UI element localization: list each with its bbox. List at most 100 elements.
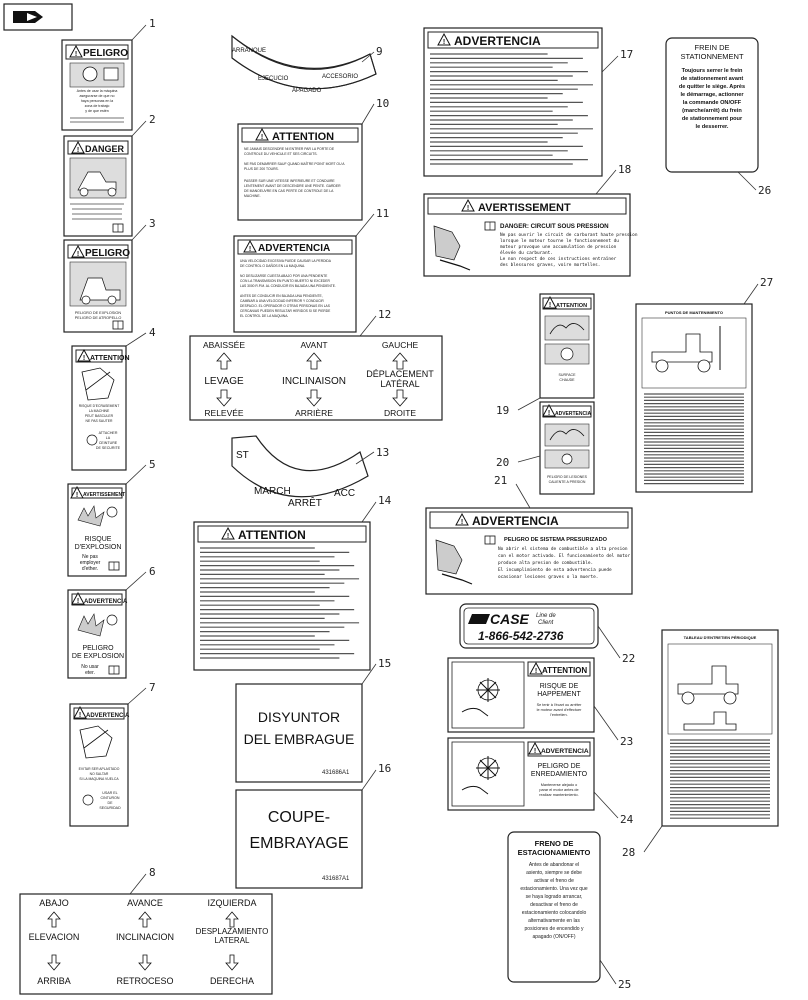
decal-28[interactable]: TABLEAU D'ENTRETIEN PÉRIODIQUE (661, 629, 779, 827)
decal-6-risk-1: PELIGRO (82, 645, 114, 652)
decal-25[interactable]: FRENO DE ESTACIONAMIENTO Antes de abando… (507, 831, 601, 983)
callout-18: 18 (618, 163, 631, 176)
decal-24[interactable]: ADVERTENCIA PELIGRO DE ENREDAMIENTO Mant… (447, 737, 595, 811)
decal-17[interactable]: ADVERTENCIA (423, 27, 603, 177)
callout-6: 6 (149, 565, 156, 578)
callout-25: 25 (618, 978, 631, 991)
decal-2[interactable]: DANGER (63, 135, 133, 237)
decal-23-risk-1: RISQUE DE (540, 683, 579, 690)
decal-12[interactable]: ABAISSÉE AVANT GAUCHE LEVAGE INCLINAISON… (189, 335, 443, 421)
decal-19[interactable]: ATTENTION SURFACE CHAUDE (539, 293, 595, 399)
decal-13-word-2: MARCH (254, 486, 291, 497)
decal-16-part: 431687A1 (322, 876, 350, 882)
decal-10[interactable]: ATTENTION NE JAMAIS DESCENDRE NI ENTRER … (237, 123, 363, 221)
decal-25-line-6: desactivar el freno de (530, 902, 578, 908)
decal-1-line-4: zona de trabajo (85, 104, 110, 108)
decal-26[interactable]: FREIN DE STATIONNEMENT Toujours serrer l… (665, 37, 759, 173)
decal-26-title-2: STATIONNEMENT (680, 52, 743, 61)
decal-4-line-1: RISQUE D'ECRASEMENT (79, 404, 120, 408)
decal-7-line-3: SI LA MAQUINA VUELCA (79, 777, 119, 781)
decal-25-line-3: activar el freno de (534, 878, 574, 884)
decal-14[interactable]: ATTENTION (193, 521, 371, 671)
decal-8-r2-c2: INCLINACION (116, 932, 174, 942)
decal-27-title: PUNTOS DE MANTENIMIENTO (665, 310, 723, 315)
decal-11-line-8: DESPACIO. EL OPERADOR O OTRAS PERSONAS E… (240, 304, 331, 308)
decal-4-action-4: DE SECURITE (96, 446, 121, 450)
decal-13[interactable]: ST MARCH ARRÊT ACC (231, 435, 369, 509)
decal-15[interactable]: DISYUNTOR DEL EMBRAGUE 431686A1 (235, 683, 363, 783)
decal-3[interactable]: PELIGRO PELIGRO DE EXPLOSION PELIGRO DE … (63, 239, 133, 333)
nav-arrow-icon[interactable] (3, 3, 73, 31)
decal-4-action-1: ATTACHER (99, 431, 118, 435)
decal-7-header: ADVERTENCIA (86, 713, 130, 719)
decal-5[interactable]: AVERTISSEMENT RISQUE D'EXPLOSION Ne pas … (67, 483, 127, 577)
decal-6[interactable]: ADVERTENCIA PELIGRO DE EXPLOSION No usar… (67, 589, 128, 679)
decal-16[interactable]: COUPE- EMBRAYAGE 431687A1 (235, 789, 363, 889)
decal-14-body (200, 547, 360, 659)
decal-22-tagline: Line de (536, 613, 556, 619)
decal-20[interactable]: ADVERTENCIA PELIGRO DE LESIONES CALIENTE… (539, 401, 595, 495)
decal-7-action-2: CINTURON (101, 796, 120, 800)
decal-26-line-6: (marche/arrêt) du frein (682, 108, 742, 114)
callout-17: 17 (620, 48, 633, 61)
decal-5-note-1: Ne pas (82, 554, 98, 560)
decal-4-header: ATTENTION (90, 355, 130, 362)
decal-25-line-2: asiento, siempre se debe (526, 870, 582, 876)
decal-5-note-3: d'ether. (82, 566, 98, 572)
decal-12-r2-c1: LEVAGE (204, 376, 244, 387)
callout-24: 24 (620, 813, 634, 826)
decal-7-action-1: USAR EL (102, 791, 117, 795)
decal-18-line-6: des blessures graves, voire mortelles. (500, 262, 600, 268)
decal-21[interactable]: ADVERTENCIA PELIGRO DE SISTEMA PRESURIZA… (425, 507, 633, 595)
decal-24-line-3: realizar mantenimiento. (539, 793, 578, 797)
decal-1[interactable]: PELIGRO Antes de usar la máquina asegura… (61, 39, 133, 131)
decal-10-header: ATTENTION (272, 131, 334, 143)
decal-8-r3-c1: ARRIBA (37, 976, 71, 986)
decal-11-line-10: EL CONTROL DE LA MAQUINA. (240, 314, 288, 318)
decal-21-line-5: ocasionar lesiones graves o la muerte. (498, 574, 598, 580)
callout-10: 10 (376, 97, 389, 110)
decal-27-table (644, 393, 744, 485)
decal-9-word-3: EJECUCIO (258, 76, 289, 82)
callout-22: 22 (622, 652, 635, 665)
decal-15-part: 431686A1 (322, 770, 350, 776)
decal-7-line-1: EVITAR SER APLASTADO (79, 767, 120, 771)
decal-13-word-3: ARRÊT (288, 496, 322, 509)
decal-8-r1-c2: AVANCE (127, 898, 163, 908)
callout-1: 1 (149, 17, 156, 30)
decal-26-line-4: le démarrage, actionner (680, 92, 744, 98)
decal-18-line-1: Ne pas ouvrir le circuit de carburant ha… (500, 232, 638, 238)
decal-3-line-2: PELIGRO DE ATROPELLO (75, 316, 122, 320)
callout-21: 21 (494, 474, 507, 487)
decal-7-action-3: DE (108, 801, 114, 805)
decal-4[interactable]: ATTENTION RISQUE D'ECRASEMENT LA MACHINE… (71, 345, 130, 471)
decal-7[interactable]: ADVERTENCIA EVITAR SER APLASTADO NO SALT… (69, 703, 130, 827)
decal-18[interactable]: AVERTISSEMENT DANGER: CIRCUIT SOUS PRESS… (423, 193, 638, 277)
decal-11-line-5: LAS 3000 R.P.M. AL CONDUCIR EN BAJADA UN… (240, 284, 336, 288)
decal-22[interactable]: CASE Line de Client 1-866-542-2736 (459, 603, 599, 649)
decal-5-risk-2: D'EXPLOSION (75, 544, 122, 551)
decal-12-r2-c3b: LATÉRAL (380, 379, 419, 389)
callout-27: 27 (760, 276, 773, 289)
decal-9-word-1: ARRANQUE (232, 48, 266, 54)
decal-12-r1-c2: AVANT (300, 340, 327, 350)
decal-26-line-2: de stationnement avant (681, 76, 744, 82)
decal-11-line-6: ANTES DE CONDUCIR EN BAJADA UNA PENDIENT… (240, 294, 323, 298)
decal-9[interactable]: ARRANQUE ACCESORIO EJECUCIO APAGADO (231, 34, 377, 94)
decal-4-line-3: PEUT BASCULER (85, 414, 114, 418)
decal-24-risk-2: ENREDAMIENTO (531, 771, 588, 778)
decal-23-line-1: Se tenir à l'écart ou arrêter (537, 703, 583, 707)
decal-6-note-1: No usar (81, 664, 99, 670)
decal-27[interactable]: PUNTOS DE MANTENIMIENTO (635, 303, 753, 493)
callout-5: 5 (149, 458, 156, 471)
decal-8[interactable]: ABAJO AVANCE IZQUIERDA ELEVACION INCLINA… (19, 893, 273, 995)
decal-11[interactable]: ADVERTENCIA UNA VELOCIDAD EXCESIVA PUEDE… (233, 235, 357, 333)
decal-25-line-8: alternativamente en las (528, 918, 580, 924)
decal-5-note-2: employer (80, 560, 101, 566)
decal-26-line-8: le desserrer. (696, 124, 729, 130)
decal-24-line-1: Mantenerse alejado o (541, 783, 578, 787)
decal-18-title: DANGER: CIRCUIT SOUS PRESSION (500, 223, 609, 230)
decal-25-line-4: estacionamiento. Una vez que (520, 886, 587, 892)
decal-8-r2-c3a: DESPLAZAMIENTO (196, 927, 269, 936)
decal-23[interactable]: ATTENTION RISQUE DE HAPPEMENT Se tenir à… (447, 657, 595, 733)
